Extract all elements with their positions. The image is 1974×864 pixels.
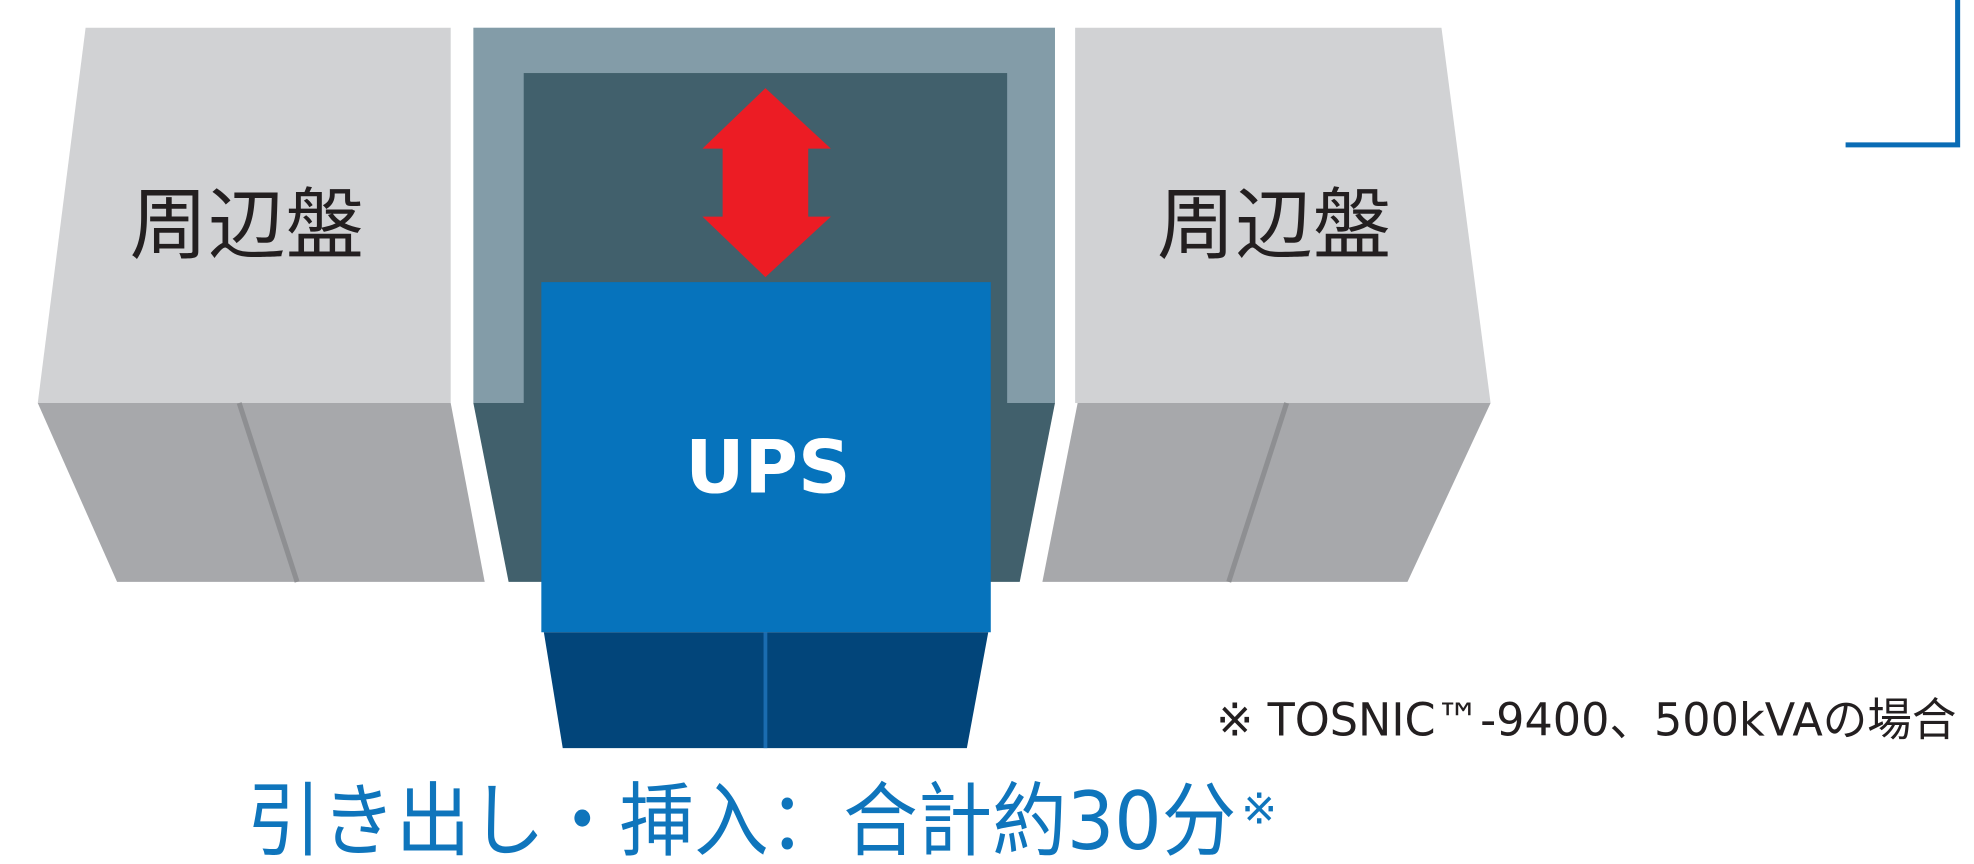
caption-text: 引き出し・挿入：合計約30分 [247, 775, 1237, 864]
left-cabinet-bottom [37, 403, 485, 582]
right-peripheral-cabinet: 周辺盤 [1042, 27, 1491, 583]
right-cabinet-bottom [1042, 403, 1491, 582]
footnote-text: ※ TOSNIC™-9400、500kVAの場合 [1216, 694, 1956, 747]
right-cabinet-top [1075, 27, 1491, 404]
right-cabinet-label: 周辺盤 [1157, 181, 1391, 271]
caption-footnote-mark: ※ [1241, 785, 1277, 835]
left-cabinet-top [37, 27, 451, 404]
left-cabinet-door-seam [236, 402, 300, 583]
corner-bracket [1845, 0, 1961, 148]
ups-body [541, 282, 991, 633]
ups-label: UPS [685, 425, 850, 510]
left-cabinet-label: 周辺盤 [130, 181, 364, 271]
left-peripheral-cabinet: 周辺盤 [37, 27, 485, 583]
double-arrow-icon [702, 88, 831, 278]
right-cabinet-door-seam [1226, 402, 1290, 583]
ups-unit: UPS [541, 282, 991, 749]
